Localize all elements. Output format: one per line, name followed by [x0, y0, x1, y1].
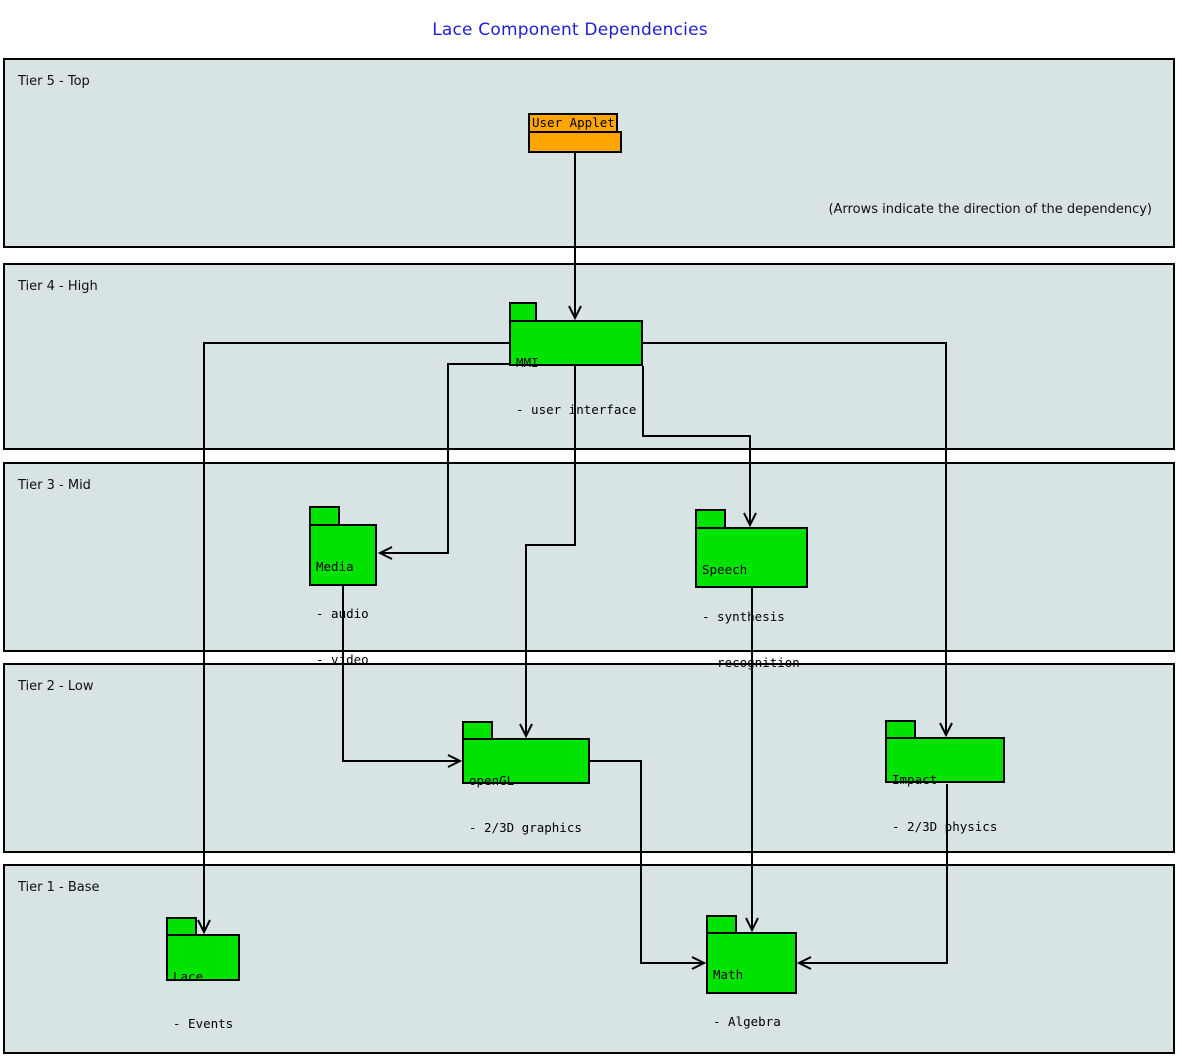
component-speech-item: - synthesis [702, 608, 785, 624]
annotation-note: (Arrows indicate the direction of the de… [828, 202, 1152, 217]
tier-label-3: Tier 3 - Mid [18, 478, 91, 493]
package-tab-icon [309, 506, 340, 526]
component-media-name: Media [316, 559, 354, 574]
component-user-applet-body [528, 131, 622, 153]
component-lace-item: - Events [173, 1015, 234, 1031]
component-impact-item: - 2/3D physics [892, 818, 998, 834]
package-tab-icon [695, 509, 726, 529]
component-user-applet-name: User Applet [528, 113, 618, 133]
component-media-item: - video [316, 652, 369, 667]
component-media-item: - audio [316, 605, 369, 621]
component-mmi-name: MMI [516, 355, 539, 370]
component-math-name: Math [713, 967, 744, 982]
component-mmi-item: - user interface [516, 401, 637, 417]
diagram-title: Lace Component Dependencies [432, 20, 708, 40]
component-lace-name: Lace [173, 969, 204, 984]
component-opengl-name: openGL [469, 773, 515, 788]
component-speech-item: - recognition [702, 655, 800, 670]
package-tab-icon [509, 302, 537, 322]
component-speech-name: Speech [702, 562, 748, 577]
tier-band-5: Tier 5 - Top [3, 58, 1175, 248]
tier-label-2: Tier 2 - Low [18, 679, 94, 694]
component-opengl-item: - 2/3D graphics [469, 819, 582, 835]
tier-label-5: Tier 5 - Top [18, 74, 90, 89]
component-impact-name: Impact [892, 772, 938, 787]
tier-band-3: Tier 3 - Mid [3, 462, 1175, 652]
tier-label-4: Tier 4 - High [18, 279, 98, 294]
component-math-item: - Algebra [713, 1013, 781, 1029]
tier-label-1: Tier 1 - Base [18, 880, 100, 895]
